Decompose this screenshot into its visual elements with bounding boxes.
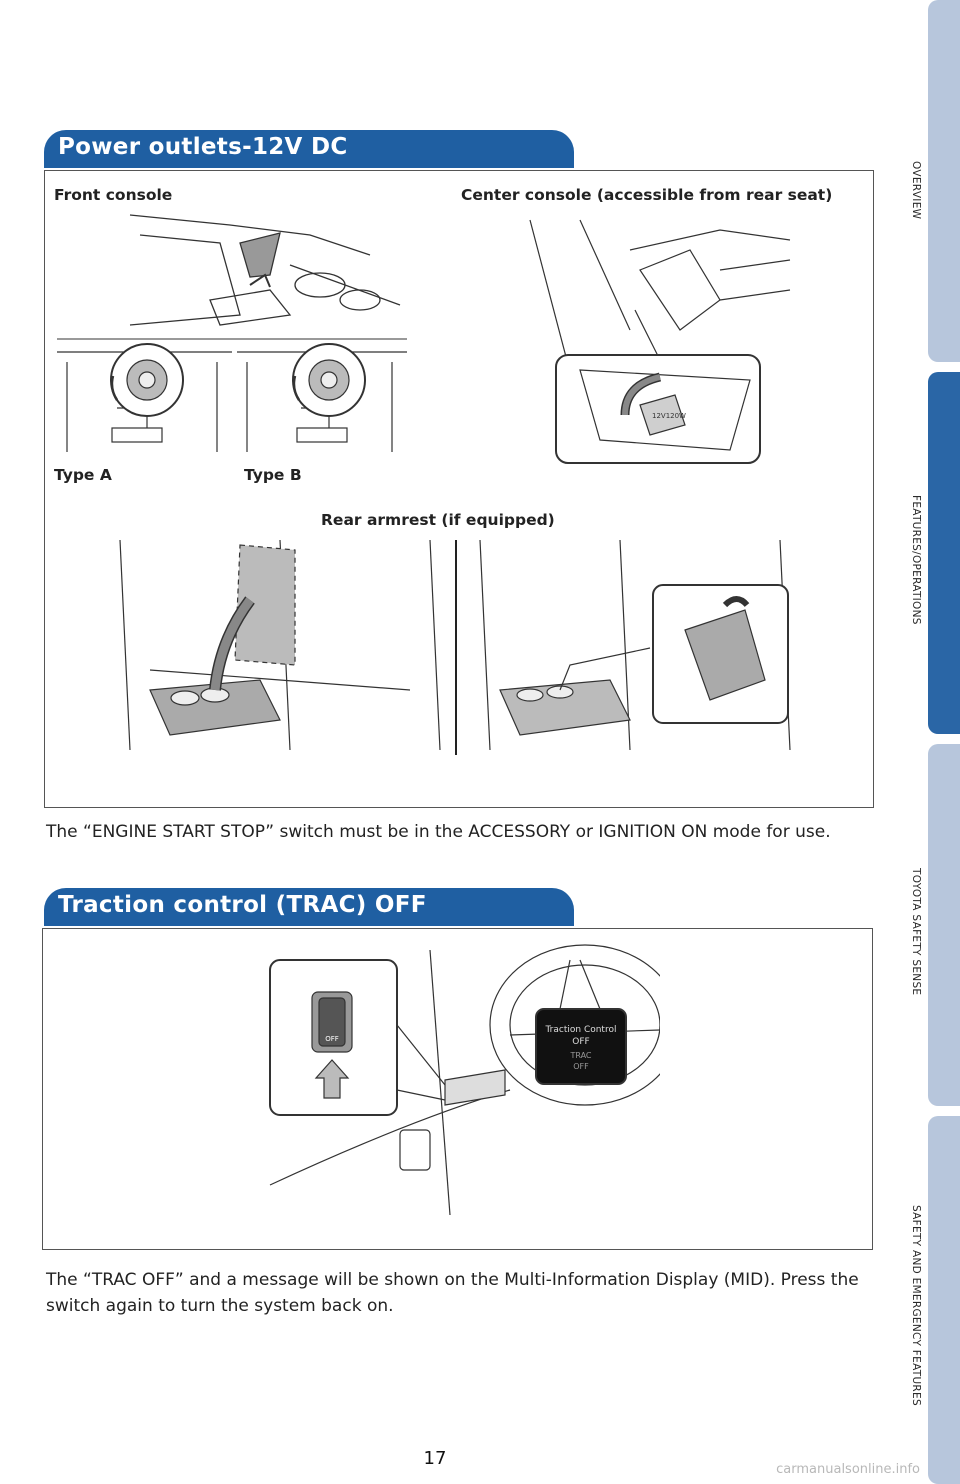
mid-line-3: TRAC <box>569 1051 591 1060</box>
section-title: Power outlets-12V DC <box>58 134 348 160</box>
mid-line-2: OFF <box>572 1037 589 1047</box>
rear-armrest-divider <box>455 540 457 755</box>
side-tab-features-operations[interactable] <box>928 372 960 734</box>
side-label-toyota-safety-sense: TOYOTA SAFETY SENSE <box>910 868 922 996</box>
trac-off-illustration: OFF Traction Control OFF TRAC OFF <box>269 944 660 1215</box>
power-outlets-note: The “ENGINE START STOP” switch must be i… <box>46 822 831 842</box>
page-number: 17 <box>423 1448 447 1469</box>
side-label-features-operations: FEATURES/OPERATIONS <box>910 495 922 625</box>
trac-off-note: The “TRAC OFF” and a message will be sho… <box>46 1270 859 1316</box>
section-header-trac-off: Traction control (TRAC) OFF <box>44 888 574 926</box>
type-b-illustration <box>237 343 407 452</box>
mid-line-4: OFF <box>573 1062 589 1071</box>
front-console-divider <box>57 338 407 340</box>
type-a-illustration <box>57 343 232 452</box>
section-title-trac: Traction control (TRAC) OFF <box>58 892 427 918</box>
label-type-b: Type B <box>244 466 302 484</box>
watermark: carmanualsonline.info <box>776 1462 920 1477</box>
side-label-overview: OVERVIEW <box>910 160 922 220</box>
rear-armrest-down-illustration <box>119 540 441 751</box>
label-center-console: Center console (accessible from rear sea… <box>461 186 833 204</box>
side-label-safety-emergency: SAFETY AND EMERGENCY FEATURES <box>910 1204 922 1406</box>
label-type-a: Type A <box>54 466 112 484</box>
label-front-console: Front console <box>54 186 173 204</box>
side-tab-safety-emergency[interactable] <box>928 1116 960 1484</box>
front-console-illustration <box>129 214 401 326</box>
center-console-illustration: 12V120W <box>529 219 791 464</box>
mid-line-1: Traction Control <box>545 1025 617 1035</box>
side-tab-overview[interactable] <box>928 0 960 362</box>
section-header-power-outlets: Power outlets-12V DC <box>44 130 574 168</box>
outlet-marking: 12V120W <box>652 412 686 420</box>
side-tab-toyota-safety-sense[interactable] <box>928 744 960 1106</box>
label-rear-armrest: Rear armrest (if equipped) <box>321 511 555 529</box>
rear-armrest-outlet-illustration <box>479 540 791 751</box>
trac-switch-off-text: OFF <box>325 1035 339 1043</box>
